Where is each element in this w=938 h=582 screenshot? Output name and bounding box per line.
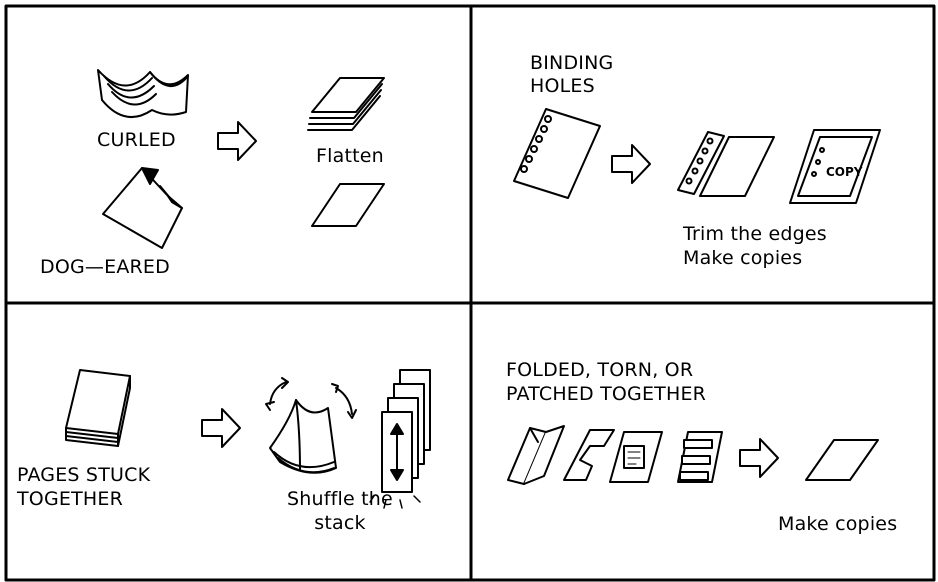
shuffle-label-line2: stack <box>270 511 410 535</box>
pages-stuck-title-line2: TOGETHER <box>17 487 123 511</box>
flat-page-icon <box>806 440 878 480</box>
flatten-label: Flatten <box>316 144 384 168</box>
folded-title-line2: PATCHED TOGETHER <box>506 382 706 406</box>
arrow-right-icon <box>218 122 256 160</box>
curled-label: CURLED <box>97 128 176 152</box>
folded-page-icon <box>508 426 564 484</box>
pages-stuck-title-line1: PAGES STUCK <box>17 463 150 487</box>
curled-pages-icon <box>98 70 188 117</box>
binding-holes-title-line2: HOLES <box>530 74 595 98</box>
dog-eared-page-icon <box>103 168 182 248</box>
trimmed-page-icon <box>678 132 774 196</box>
flat-stack-icon <box>308 78 384 130</box>
arrow-right-icon <box>202 409 240 447</box>
punched-page-icon <box>514 109 600 198</box>
folded-title-line1: FOLDED, TORN, OR <box>506 358 693 382</box>
flat-page-icon <box>312 184 384 226</box>
make-copies-bottom-label: Make copies <box>778 512 897 536</box>
torn-page-icon <box>564 430 614 480</box>
patched-page-icon <box>610 432 662 482</box>
stuck-stack-icon <box>66 370 130 446</box>
fanned-pages-icon <box>266 378 356 473</box>
shuffle-label-line1: Shuffle the <box>270 487 410 511</box>
taped-page-icon <box>678 432 722 482</box>
arrow-right-icon <box>612 145 650 183</box>
arrow-right-icon <box>740 439 778 477</box>
copy-stamp-label: COPY <box>826 165 863 179</box>
dog-eared-label: DOG—EARED <box>40 255 170 279</box>
make-copies-label: Make copies <box>683 246 802 270</box>
binding-holes-title-line1: BINDING <box>530 51 613 75</box>
trim-edges-label: Trim the edges <box>683 222 827 246</box>
